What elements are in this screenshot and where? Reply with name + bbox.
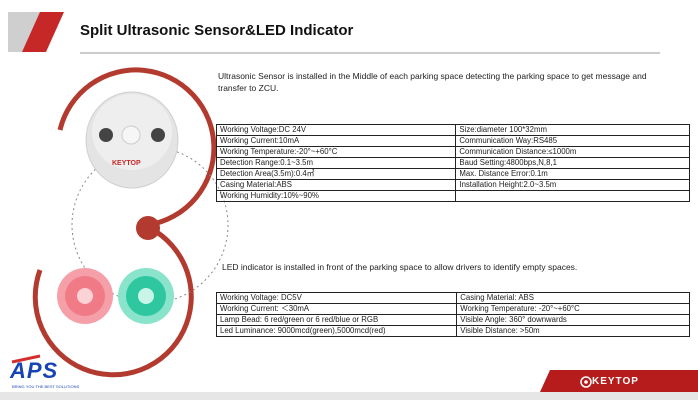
sensor-spec-cell: Size:diameter 100*32mm [455, 124, 690, 136]
footer-grey-band [0, 392, 698, 400]
sensor-spec-cell [455, 190, 690, 202]
led-spec-row: Led Luminance: 9000mcd(green),5000mcd(re… [215, 325, 690, 337]
sensor-eye-left [99, 128, 113, 142]
keytop-logo-icon [580, 376, 592, 388]
aps-logo-swoosh [11, 354, 41, 364]
led-description: LED indicator is installed in front of t… [222, 262, 578, 272]
led-spec-cell: Lamp Bead: 6 red/green or 6 red/blue or … [215, 314, 458, 326]
sensor-spec-cell: Communication Way:RS485 [455, 135, 690, 147]
sensor-spec-cell: Working Humidity:10%~90% [215, 190, 457, 202]
led-spec-cell: Visible Angle: 360° downwards [456, 314, 690, 326]
sensor-arc [57, 67, 217, 228]
led-spec-cell: Led Luminance: 9000mcd(green),5000mcd(re… [215, 325, 458, 337]
sensor-spec-cell: Working Voltage:DC 24V [215, 124, 457, 136]
led-arc [32, 225, 194, 378]
sensor-eye-right [151, 128, 165, 142]
sensor-spec-cell: Working Temperature:-20°~+60°C [215, 146, 457, 158]
sensor-spec-cell: Baud Setting:4800bps,N,8,1 [455, 157, 690, 169]
sensor-spec-cell: Max. Distance Error:0.1m [455, 168, 690, 180]
sensor-description: Ultrasonic Sensor is installed in the Mi… [218, 71, 647, 93]
led-green-center [138, 288, 154, 304]
led-spec-row: Lamp Bead: 6 red/green or 6 red/blue or … [215, 314, 690, 326]
keytop-device-label: KEYTOP [112, 160, 141, 167]
aps-tagline: BRING YOU THE BEST SOLUTIONS [12, 384, 80, 389]
sensor-spec-cell: Detection Range:0.1~3.5m [215, 157, 457, 169]
footer-brand: KEYTOP [592, 376, 639, 387]
led-red-center [77, 288, 93, 304]
led-spec-cell: Working Current: ＜30mA [215, 303, 458, 315]
sensor-spec-cell: Casing Material:ABS [215, 179, 457, 191]
sensor-spec-cell: Installation Height:2.0~3.5m [455, 179, 690, 191]
led-spec-cell: Working Temperature: -20°~+60°C [456, 303, 690, 315]
header-red-block [22, 12, 64, 52]
aps-logo: APS [10, 358, 59, 383]
sensor-spec-cell: Working Current:10mA [215, 135, 457, 147]
sensor-center [121, 125, 141, 145]
led-spec-cell: Visible Distance: >50m [456, 325, 690, 337]
sensor-spec-cell: Detection Area(3.5m):0.4㎡ [215, 168, 457, 180]
arc-joint-dot [136, 216, 160, 240]
page-title: Split Ultrasonic Sensor&LED Indicator [80, 22, 354, 39]
led-spec-cell: Casing Material: ABS [456, 292, 690, 304]
led-spec-cell: Working Voltage: DC5V [215, 292, 458, 304]
sensor-spec-row: Working Humidity:10%~90% [215, 190, 690, 202]
footer-red-band [540, 370, 698, 392]
sensor-spec-cell: Communication Distance:≤1000m [455, 146, 690, 158]
